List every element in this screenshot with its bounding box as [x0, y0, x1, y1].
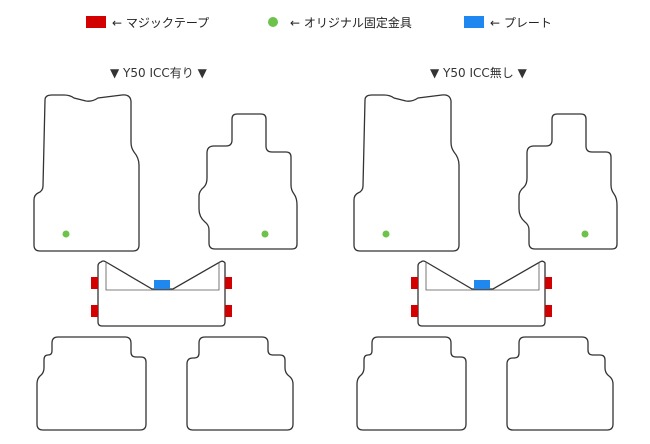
legend-fixing-hardware: ← オリジナル固定金具	[268, 12, 412, 32]
plate-swatch	[464, 16, 484, 28]
fixing-hardware-swatch	[268, 17, 278, 27]
legend-plate: ← プレート	[464, 12, 552, 32]
left-panel-mats	[33, 94, 298, 431]
legend-magic-tape: ← マジックテープ	[86, 12, 209, 32]
left-panel-title: ▼ Y50 ICC有り ▼	[110, 66, 207, 80]
legend-fixing-hardware-label: ← オリジナル固定金具	[290, 15, 412, 30]
legend-magic-tape-label: ← マジックテープ	[112, 15, 210, 30]
legend: ← マジックテープ ← オリジナル固定金具 ← プレート	[0, 12, 650, 32]
magic-tape-swatch	[86, 16, 106, 28]
right-panel-title: ▼ Y50 ICC無し ▼	[430, 66, 527, 80]
legend-plate-label: ← プレート	[490, 15, 552, 30]
right-panel-mats	[353, 94, 618, 431]
